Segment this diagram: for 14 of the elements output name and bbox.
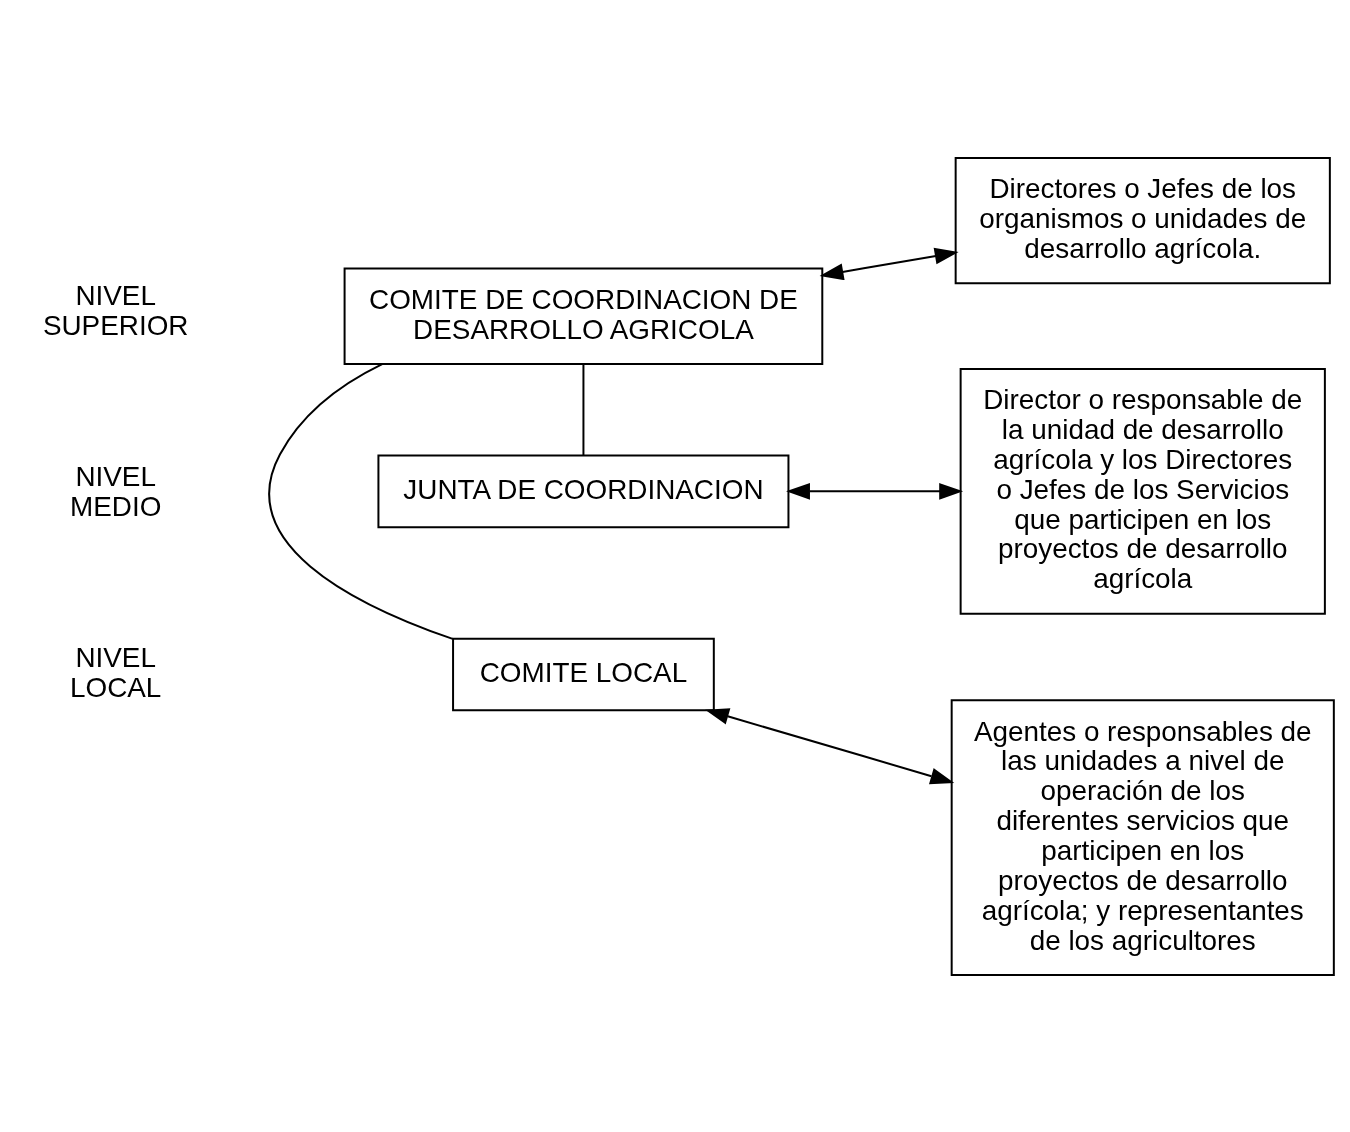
arrow <box>705 707 955 784</box>
node-box: COMITE LOCAL <box>452 637 715 711</box>
connector <box>582 363 585 456</box>
node-box: COMITE DE COORDINACION DE DESARROLLO AGRICOLA <box>343 266 824 365</box>
node-box: JUNTA DE COORDINACION <box>377 454 790 528</box>
node-box: Director o responsable de la unidad de desarrollo agrícola y los Directores o Jefes de los Servicios que participen en los proyectos de desarrollo agrícola <box>959 367 1326 615</box>
connector <box>268 362 454 640</box>
label: NIVEL LOCAL <box>70 641 162 703</box>
node-box: Directores o Jefes de los organismos o unidades de desarrollo agrícola. <box>954 156 1331 284</box>
arrow <box>819 247 959 280</box>
label: NIVEL SUPERIOR <box>42 279 189 341</box>
node-box: Agentes o responsables de las unidades a nivel de operación de los diferentes servicios que participen en los proyectos de desarrollo agrícola; y representantes de los agricultores <box>950 698 1335 976</box>
label: NIVEL MEDIO <box>70 460 162 522</box>
arrow <box>786 482 964 500</box>
